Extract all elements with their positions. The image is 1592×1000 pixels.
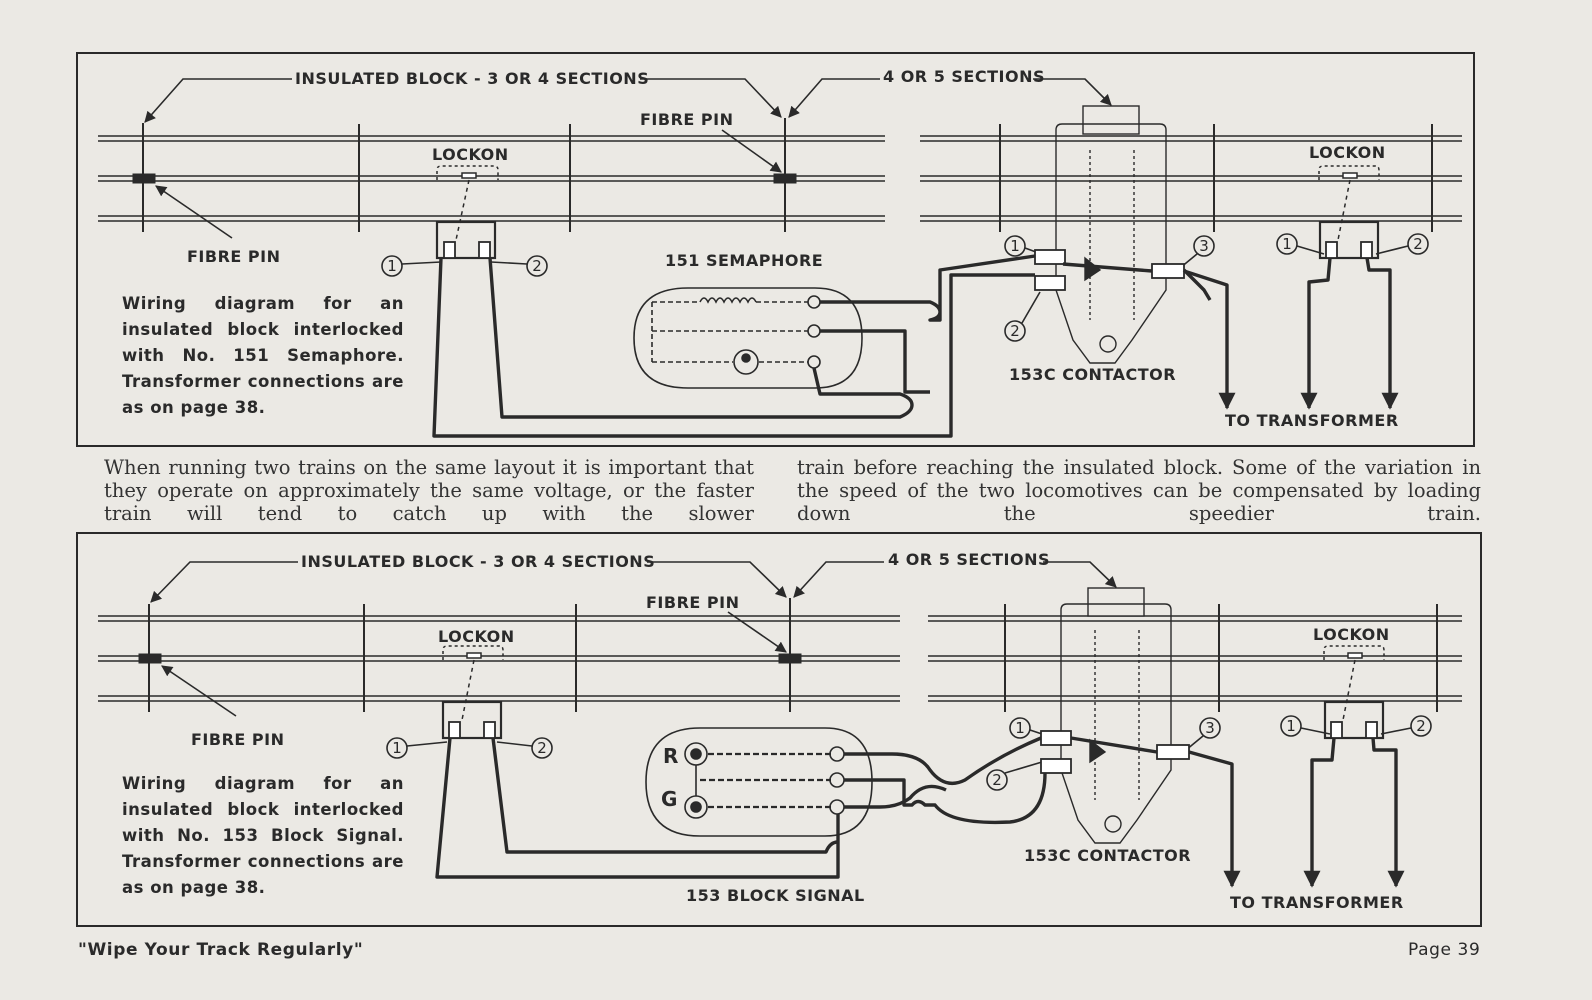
sections-leader-right-2 <box>1043 561 1117 588</box>
svg-text:1: 1 <box>1286 717 1296 735</box>
svg-text:1: 1 <box>1015 719 1025 737</box>
svg-text:1: 1 <box>1282 235 1292 253</box>
wiring-2 <box>435 736 1405 888</box>
d1-sections-label: 4 OR 5 SECTIONS <box>883 67 1045 86</box>
d1-transformer-label: TO TRANSFORMER <box>1225 411 1399 430</box>
contactor-2 <box>1040 587 1190 844</box>
lockon-left <box>435 165 499 260</box>
svg-text:1: 1 <box>387 257 397 275</box>
contactor <box>1034 105 1185 364</box>
lockon-left-2 <box>441 645 504 740</box>
d2-contactor-label: 153C CONTACTOR <box>1024 846 1191 865</box>
insulated-block-leader-right-2 <box>647 561 787 598</box>
diagram-2-frame <box>76 532 1482 927</box>
d2-terminal-numbers: 1 2 1 2 3 1 2 <box>392 717 1426 789</box>
svg-text:2: 2 <box>1010 322 1020 340</box>
fibre-pin-left-leader-2 <box>161 665 237 717</box>
insulated-block-leader-right <box>640 78 782 118</box>
terminal-markers <box>381 233 1429 342</box>
fibre-pin-marker-left <box>132 173 156 184</box>
track-left <box>98 135 885 222</box>
d2-lockon-right-label: LOCKON <box>1313 625 1390 644</box>
block-signal-device <box>645 727 873 837</box>
d2-insulated-block-label: INSULATED BLOCK - 3 OR 4 SECTIONS <box>301 552 655 571</box>
diagram-2-caption: Wiring diagram for an insulated block in… <box>122 774 404 897</box>
sections-leader-left-2 <box>793 561 884 598</box>
d2-fibre-pin-left-label: FIBRE PIN <box>191 730 284 749</box>
d2-signal-r: R <box>663 744 678 768</box>
wiring <box>432 254 1399 438</box>
d2-transformer-label: TO TRANSFORMER <box>1230 893 1404 912</box>
d1-fibre-pin-top-label: FIBRE PIN <box>640 110 733 129</box>
d1-contactor-label: 153C CONTACTOR <box>1009 365 1176 384</box>
diagram-1 <box>76 52 1475 447</box>
svg-text:2: 2 <box>1413 235 1423 253</box>
svg-text:2: 2 <box>1416 717 1426 735</box>
sections-leader-left <box>788 78 880 118</box>
diagram-1-caption: Wiring diagram for an insulated block in… <box>122 294 404 417</box>
fibre-pin-left-leader <box>155 185 233 239</box>
diagram-1-frame <box>76 52 1475 447</box>
d1-terminal-numbers: 1 2 1 2 3 1 2 <box>387 235 1423 340</box>
insulated-block-leader <box>144 78 292 123</box>
d2-block-signal-label: 153 BLOCK SIGNAL <box>686 886 865 905</box>
svg-text:3: 3 <box>1199 237 1209 255</box>
lockon-right-2 <box>1323 645 1385 740</box>
svg-text:1: 1 <box>392 739 402 757</box>
body-text-left-column: When running two trains on the same layo… <box>104 456 754 525</box>
d1-lockon-right-label: LOCKON <box>1309 143 1386 162</box>
fibre-pin-marker-center <box>773 173 797 184</box>
fibre-pin-marker-center-2 <box>778 653 802 664</box>
d2-signal-g: G <box>661 787 677 811</box>
page-number: Page 39 <box>1408 940 1481 960</box>
d1-semaphore-label: 151 SEMAPHORE <box>665 251 823 270</box>
svg-text:3: 3 <box>1205 719 1215 737</box>
d2-sections-label: 4 OR 5 SECTIONS <box>888 550 1050 569</box>
d2-fibre-pin-top-label: FIBRE PIN <box>646 593 739 612</box>
lockon-right <box>1318 165 1380 260</box>
svg-text:2: 2 <box>992 771 1002 789</box>
diagram-2 <box>76 532 1482 927</box>
fibre-pin-marker-left-2 <box>138 653 162 664</box>
track-joints-2 <box>148 598 1438 712</box>
footer-slogan: "Wipe Your Track Regularly" <box>78 940 364 960</box>
sections-leader-right <box>1033 78 1112 106</box>
fibre-pin-top-leader <box>721 129 782 173</box>
svg-text:2: 2 <box>532 257 542 275</box>
d2-lockon-left-label: LOCKON <box>438 627 515 646</box>
d1-fibre-pin-left-label: FIBRE PIN <box>187 247 280 266</box>
fibre-pin-top-leader-2 <box>727 611 787 653</box>
svg-text:2: 2 <box>537 739 547 757</box>
insulated-block-leader-2 <box>150 561 298 603</box>
body-text-right-column: train before reaching the insulated bloc… <box>797 456 1481 525</box>
d1-insulated-block-label: INSULATED BLOCK - 3 OR 4 SECTIONS <box>295 69 649 88</box>
svg-text:1: 1 <box>1010 237 1020 255</box>
d1-lockon-left-label: LOCKON <box>432 145 509 164</box>
